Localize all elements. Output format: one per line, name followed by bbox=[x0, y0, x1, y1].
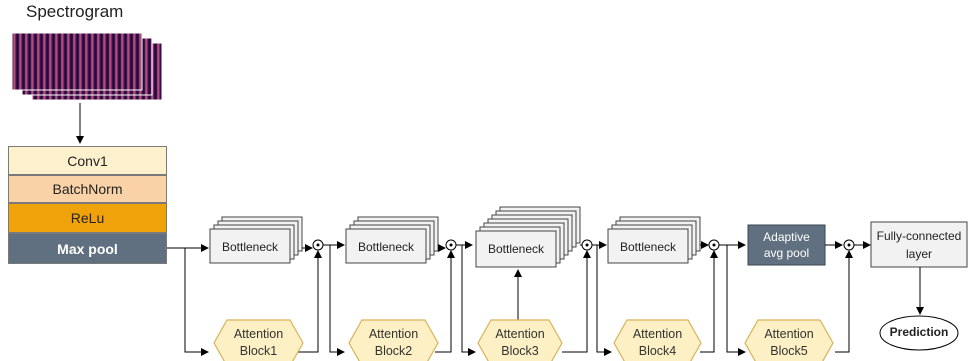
bottleneck-1-label: Bottleneck bbox=[221, 240, 279, 254]
attention-block-3-line2: Block3 bbox=[501, 344, 539, 358]
diagram-title: Spectrogram bbox=[26, 2, 124, 21]
attention-block-1-line1: Attention bbox=[233, 327, 284, 341]
bottleneck-3 bbox=[475, 206, 581, 268]
attention-block-5: Attention Block5 bbox=[745, 326, 833, 360]
fc-line1: Fully-connected bbox=[876, 229, 962, 243]
attention-block-3: Attention Block3 bbox=[478, 326, 562, 360]
bottleneck-4 bbox=[607, 216, 701, 264]
prediction-ellipse bbox=[879, 315, 959, 351]
bottleneck-1 bbox=[209, 216, 303, 264]
attention-block-4: Attention Block4 bbox=[614, 326, 701, 360]
batchnorm-layer: BatchNorm bbox=[8, 175, 167, 203]
maxpool-layer: Max pool bbox=[8, 233, 167, 264]
conv1-layer: Conv1 bbox=[8, 146, 167, 175]
attention-block-5-line2: Block5 bbox=[770, 344, 808, 358]
adaptive-avg-pool-box bbox=[747, 224, 826, 266]
attention-block-2: Attention Block2 bbox=[349, 326, 438, 360]
attention-hexagons bbox=[213, 319, 834, 361]
arrow-to-attention1 bbox=[184, 248, 209, 356]
bottleneck-4-label: Bottleneck bbox=[619, 240, 677, 254]
attention-block-4-line2: Block4 bbox=[638, 344, 677, 358]
prediction-label: Prediction bbox=[889, 325, 949, 339]
bottleneck-2-label: Bottleneck bbox=[357, 240, 415, 254]
relu-layer: ReLu bbox=[8, 203, 167, 233]
attention-block-2-line2: Block2 bbox=[374, 344, 413, 358]
attention-block-1-line2: Block1 bbox=[239, 344, 278, 358]
fully-connected-label: Fully-connected layer bbox=[871, 227, 967, 263]
fc-line2: layer bbox=[905, 247, 932, 261]
attention-block-4-line1: Attention bbox=[632, 327, 683, 341]
attention-block-3-line1: Attention bbox=[495, 327, 545, 341]
bottleneck-3-label: Bottleneck bbox=[487, 242, 545, 256]
adaptive-avg-pool-label: Adaptive avg pool bbox=[748, 229, 825, 261]
fully-connected-box bbox=[870, 221, 968, 268]
attention-block-1: Attention Block1 bbox=[214, 326, 303, 360]
attention-block-5-line1: Attention bbox=[764, 327, 814, 341]
attention-block-2-line1: Attention bbox=[368, 327, 419, 341]
pool-line2: avg pool bbox=[763, 246, 810, 260]
bottleneck-2 bbox=[345, 216, 439, 264]
pool-line1: Adaptive bbox=[763, 230, 810, 244]
spectrogram-image bbox=[11, 32, 163, 101]
